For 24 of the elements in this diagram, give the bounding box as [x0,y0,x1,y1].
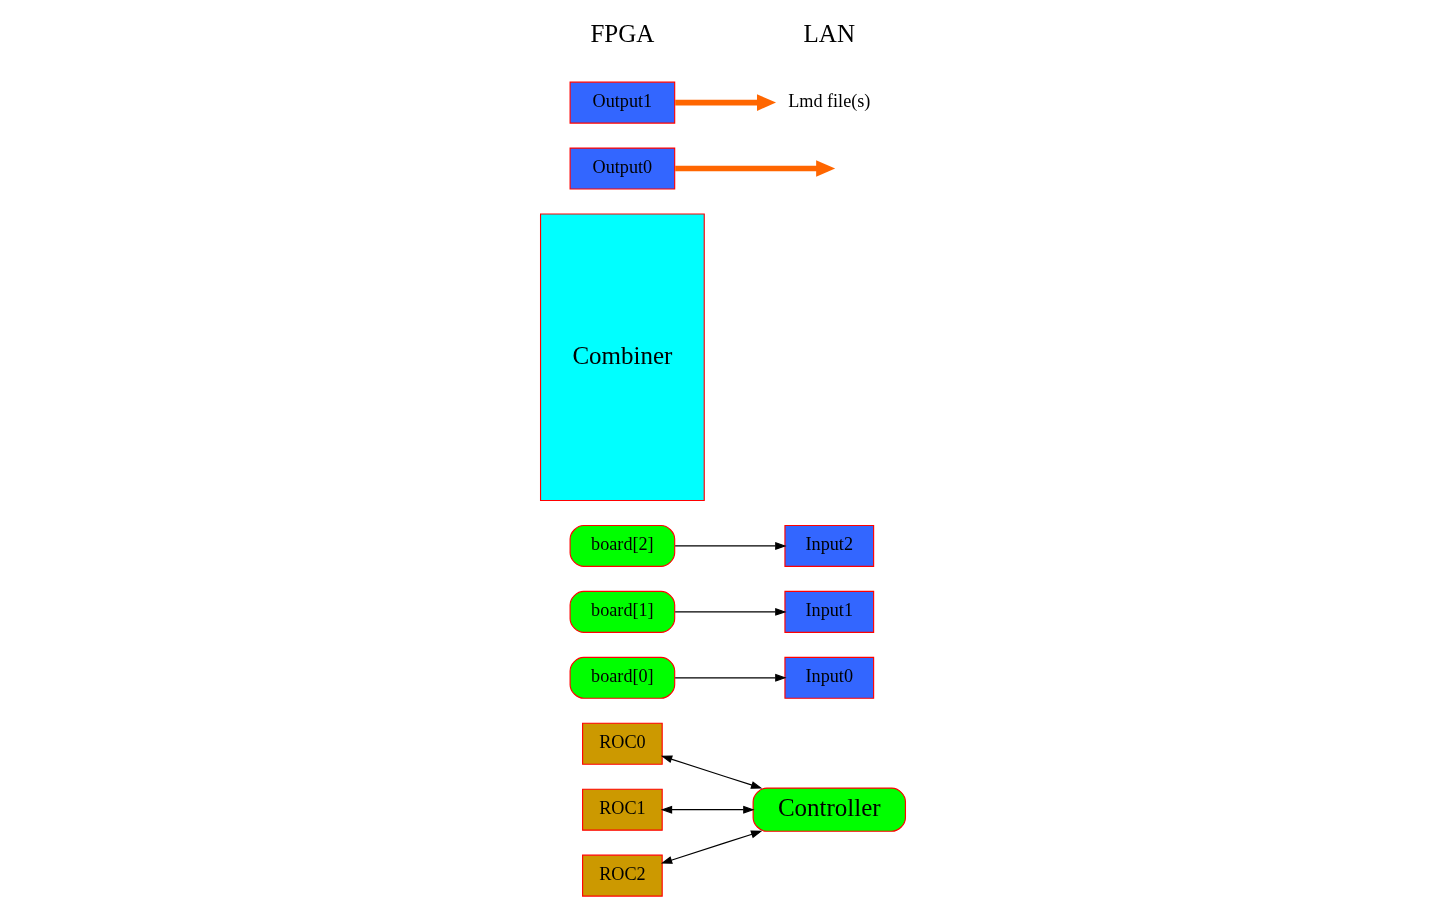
arrow [674,159,835,177]
node-box: Input1 [783,590,874,633]
node-box: Output0 [569,147,675,190]
arrow [674,607,787,616]
node-text: Lmd file(s) [787,90,870,111]
node-box: ROC1 [581,788,663,831]
label: FPGA [589,19,654,47]
label: LAN [803,19,855,47]
node-box: ROC0 [581,722,663,765]
node-box: Controller [752,787,906,832]
node-box: Input2 [783,524,874,567]
arrow [660,754,762,789]
arrow [674,93,776,111]
node-box: board[2] [569,524,675,567]
node-box: board[0] [569,656,675,699]
arrow [660,830,762,864]
node-box: Output1 [569,81,675,124]
node-box: ROC2 [581,854,663,897]
node-box: Input0 [783,656,874,699]
arrow [674,541,787,550]
node-box: board[1] [569,590,675,633]
node-box: Combiner [539,212,705,501]
arrow [660,805,755,814]
arrow [674,673,787,682]
